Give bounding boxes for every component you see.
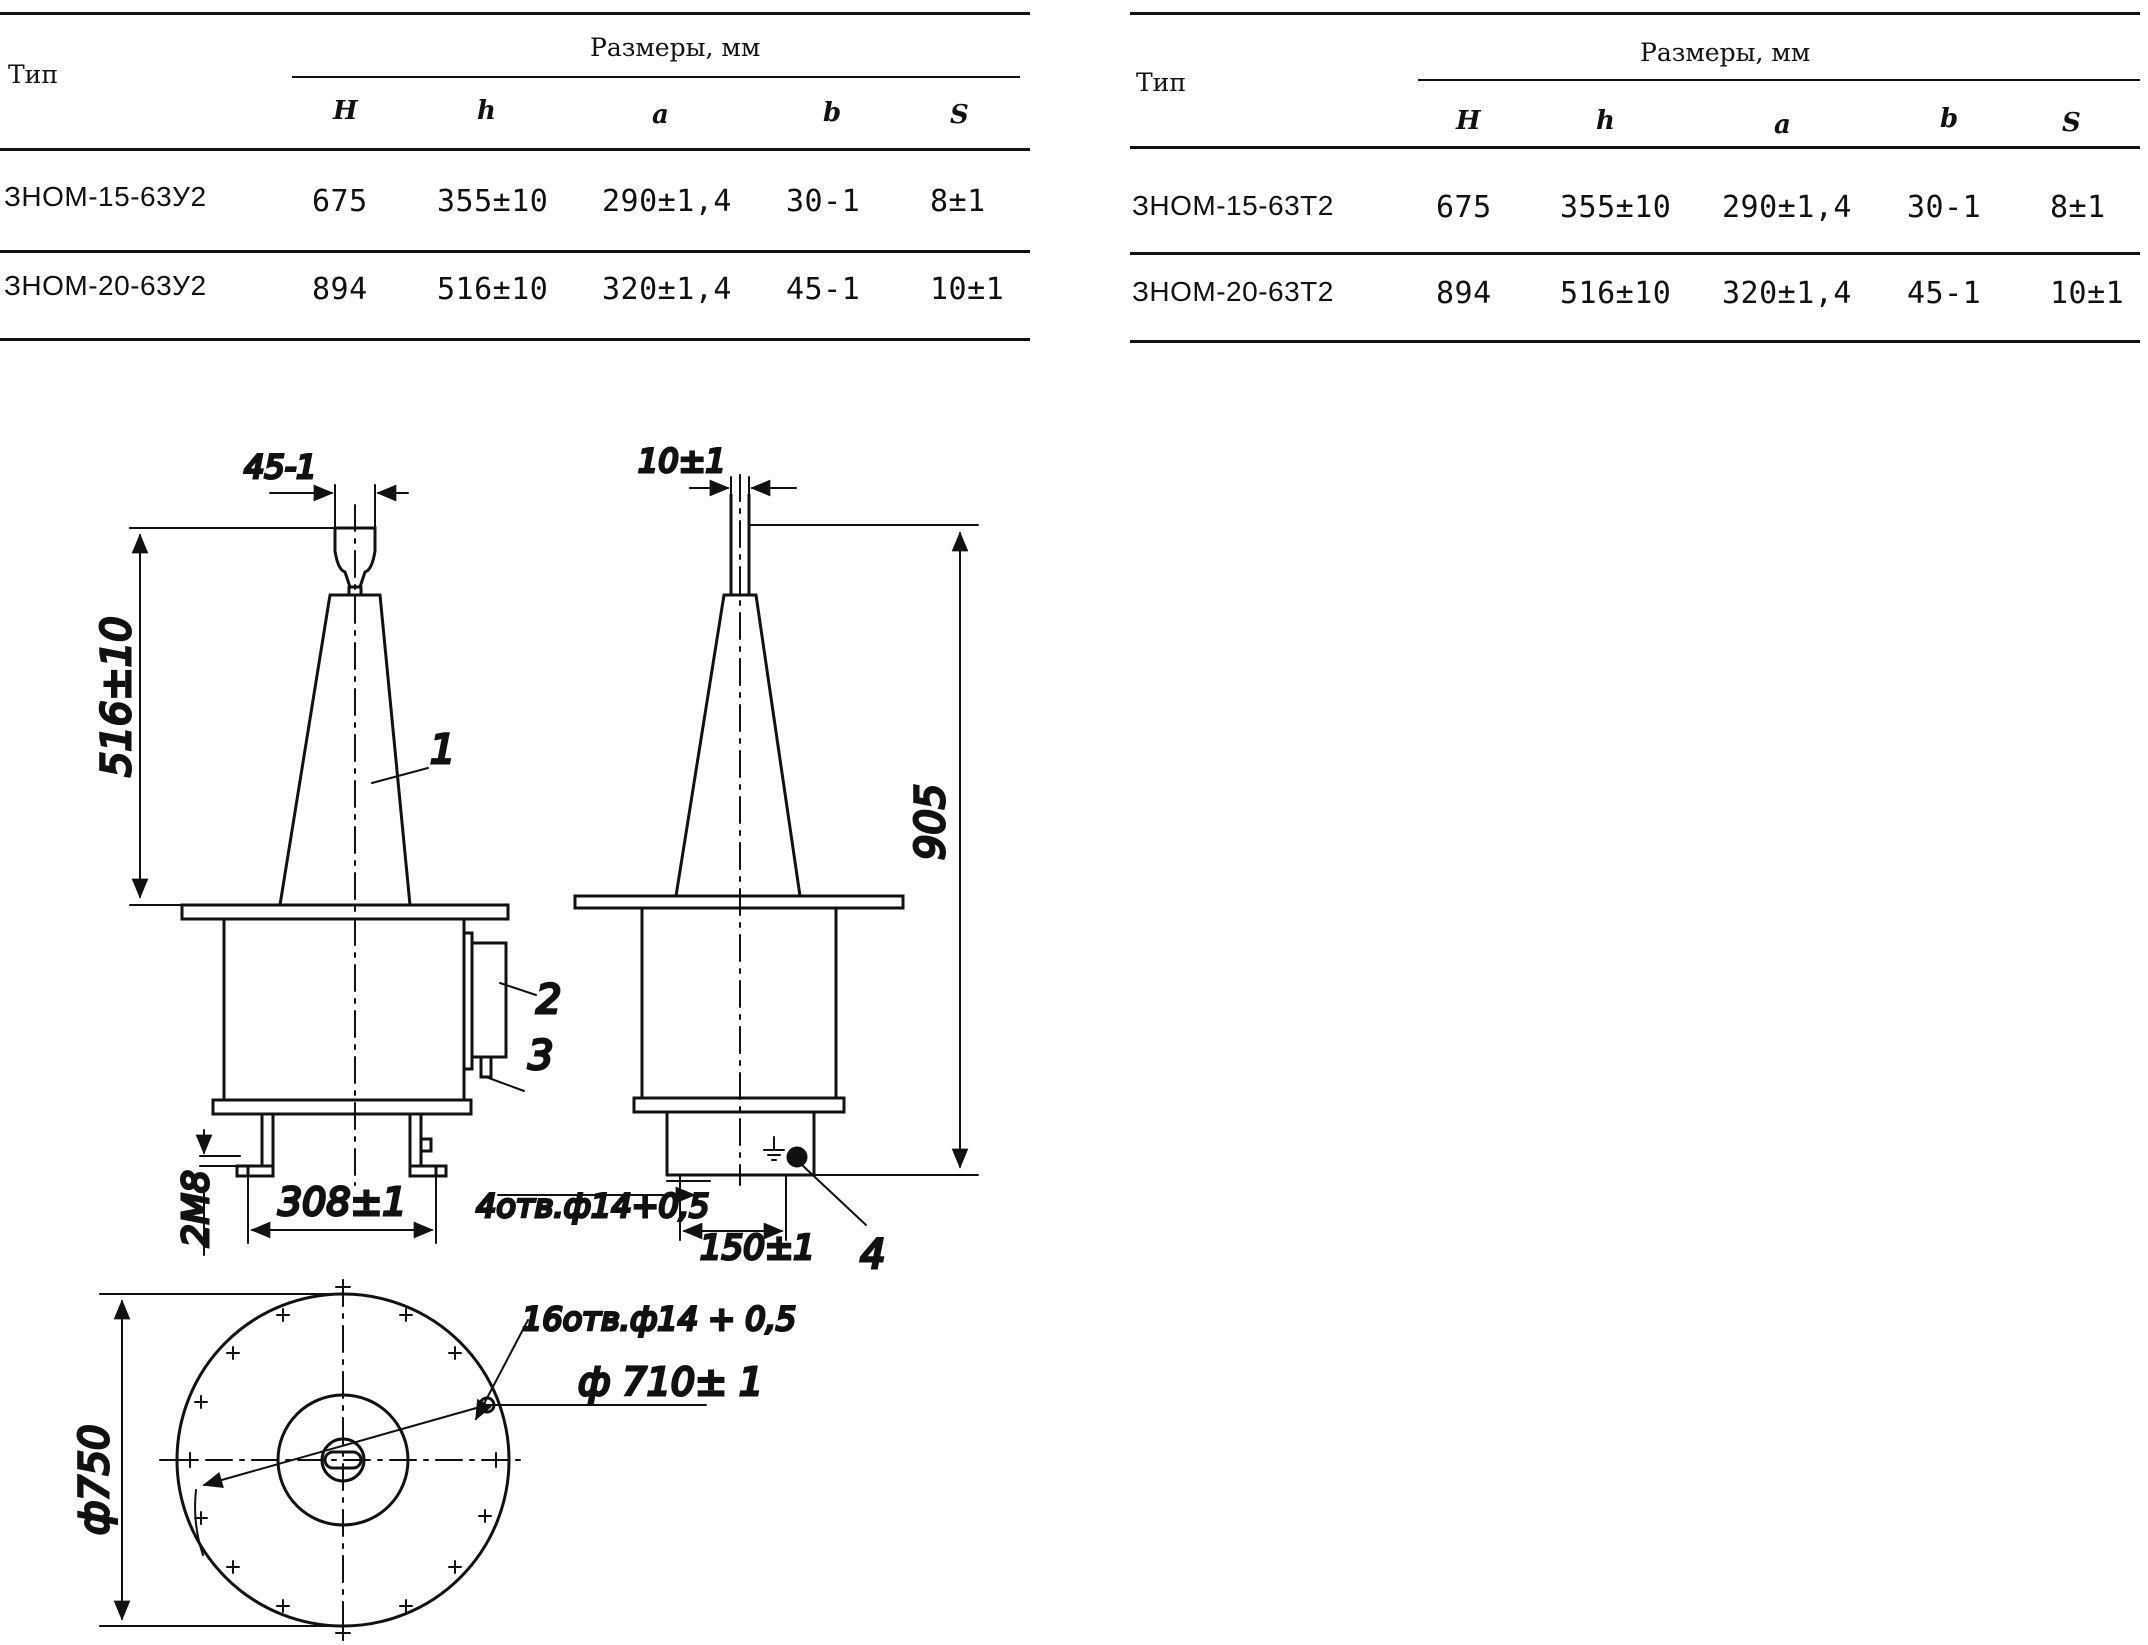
table-cell: 45-1 bbox=[1907, 276, 1982, 311]
dim-bushing-height: 516±10 bbox=[94, 616, 140, 777]
dim-flange-diameter: ф750 bbox=[72, 1424, 118, 1535]
column-header-b: b bbox=[823, 98, 842, 128]
table-cell: 675 bbox=[312, 184, 368, 219]
table-cell: 516±10 bbox=[437, 272, 549, 307]
callout-2: 2 bbox=[536, 977, 561, 1023]
row-rule bbox=[0, 250, 1030, 253]
table-cell: 30-1 bbox=[1907, 190, 1982, 225]
header-rule bbox=[1130, 146, 2140, 149]
dim-base-offset: 150±1 bbox=[700, 1228, 815, 1268]
table-cell: 355±10 bbox=[437, 184, 549, 219]
dim-total-height: 905 bbox=[908, 784, 954, 860]
column-header-b: b bbox=[1940, 104, 1959, 134]
column-header-h: h bbox=[477, 96, 496, 126]
table-cell: 675 bbox=[1436, 190, 1492, 225]
dimensions-table-t2: Тип Размеры, мм H h a b S ЗНОМ-15-63Т2 6… bbox=[1130, 0, 2148, 350]
front-view: 45-1 516±10 1 2 3 308±1 2М8 bbox=[93, 447, 563, 1256]
column-header-S: S bbox=[2062, 108, 2081, 138]
callout-4: 4 bbox=[860, 1232, 885, 1278]
table-cell: 8±1 bbox=[2050, 190, 2106, 225]
sizes-group-header: Размеры, мм bbox=[590, 33, 761, 62]
plan-view: ф 710± 1 16отв.ф14 + 0,5 ф750 bbox=[71, 1279, 798, 1641]
table-cell: 894 bbox=[312, 272, 368, 307]
table-cell: 30-1 bbox=[786, 184, 861, 219]
callout-3: 3 bbox=[528, 1033, 553, 1079]
dim-right-top: 10±1 bbox=[638, 442, 726, 480]
type-column-header: Тип bbox=[1136, 68, 1186, 97]
table-cell: 290±1,4 bbox=[602, 184, 732, 219]
dimensions-table-u2: Тип Размеры, мм H h a b S ЗНОМ-15-63У2 6… bbox=[0, 0, 1040, 350]
type-column-header: Тип bbox=[8, 60, 58, 89]
dim-thread: 2М8 bbox=[176, 1170, 217, 1247]
table-cell: 10±1 bbox=[2050, 276, 2125, 311]
table-row-type: ЗНОМ-20-63Т2 bbox=[1132, 276, 1334, 307]
column-header-a: a bbox=[1774, 110, 1791, 140]
table-row-type: ЗНОМ-15-63Т2 bbox=[1132, 190, 1334, 221]
side-view: 10±1 905 150±1 4отв.ф14+0,5 4 bbox=[475, 441, 979, 1280]
row-rule bbox=[1130, 252, 2140, 255]
column-header-H: H bbox=[333, 96, 358, 126]
table-cell: 320±1,4 bbox=[602, 272, 732, 307]
group-header-rule bbox=[292, 76, 1020, 78]
table-cell: 290±1,4 bbox=[1722, 190, 1852, 225]
table-bottom-rule bbox=[0, 338, 1030, 341]
transformer-drawing: 45-1 516±10 1 2 3 308±1 2М8 bbox=[71, 441, 979, 1641]
table-cell: 8±1 bbox=[930, 184, 986, 219]
table-cell: 894 bbox=[1436, 276, 1492, 311]
table-cell: 516±10 bbox=[1560, 276, 1672, 311]
dim-top-width: 45-1 bbox=[244, 448, 317, 486]
table-cell: 355±10 bbox=[1560, 190, 1672, 225]
dim-holes-bottom: 4отв.ф14+0,5 bbox=[476, 1187, 709, 1225]
dim-holes-flange: 16отв.ф14 + 0,5 bbox=[522, 1300, 796, 1338]
table-cell: 320±1,4 bbox=[1722, 276, 1852, 311]
column-header-a: a bbox=[652, 100, 669, 130]
table-row-type: ЗНОМ-20-63У2 bbox=[4, 270, 207, 301]
dim-foot-spacing: 308±1 bbox=[278, 1180, 407, 1224]
table-top-rule bbox=[1130, 12, 2140, 15]
callout-1: 1 bbox=[430, 727, 455, 773]
table-cell: 45-1 bbox=[786, 272, 861, 307]
table-row-type: ЗНОМ-15-63У2 bbox=[4, 181, 207, 212]
table-bottom-rule bbox=[1130, 340, 2140, 343]
table-top-rule bbox=[0, 12, 1030, 15]
dim-bolt-circle: ф 710± 1 bbox=[578, 1360, 763, 1404]
column-header-H: H bbox=[1456, 106, 1481, 136]
group-header-rule bbox=[1418, 79, 2140, 81]
sizes-group-header: Размеры, мм bbox=[1640, 38, 1811, 67]
column-header-S: S bbox=[950, 100, 969, 130]
header-rule bbox=[0, 148, 1030, 151]
table-cell: 10±1 bbox=[930, 272, 1005, 307]
column-header-h: h bbox=[1596, 106, 1615, 136]
